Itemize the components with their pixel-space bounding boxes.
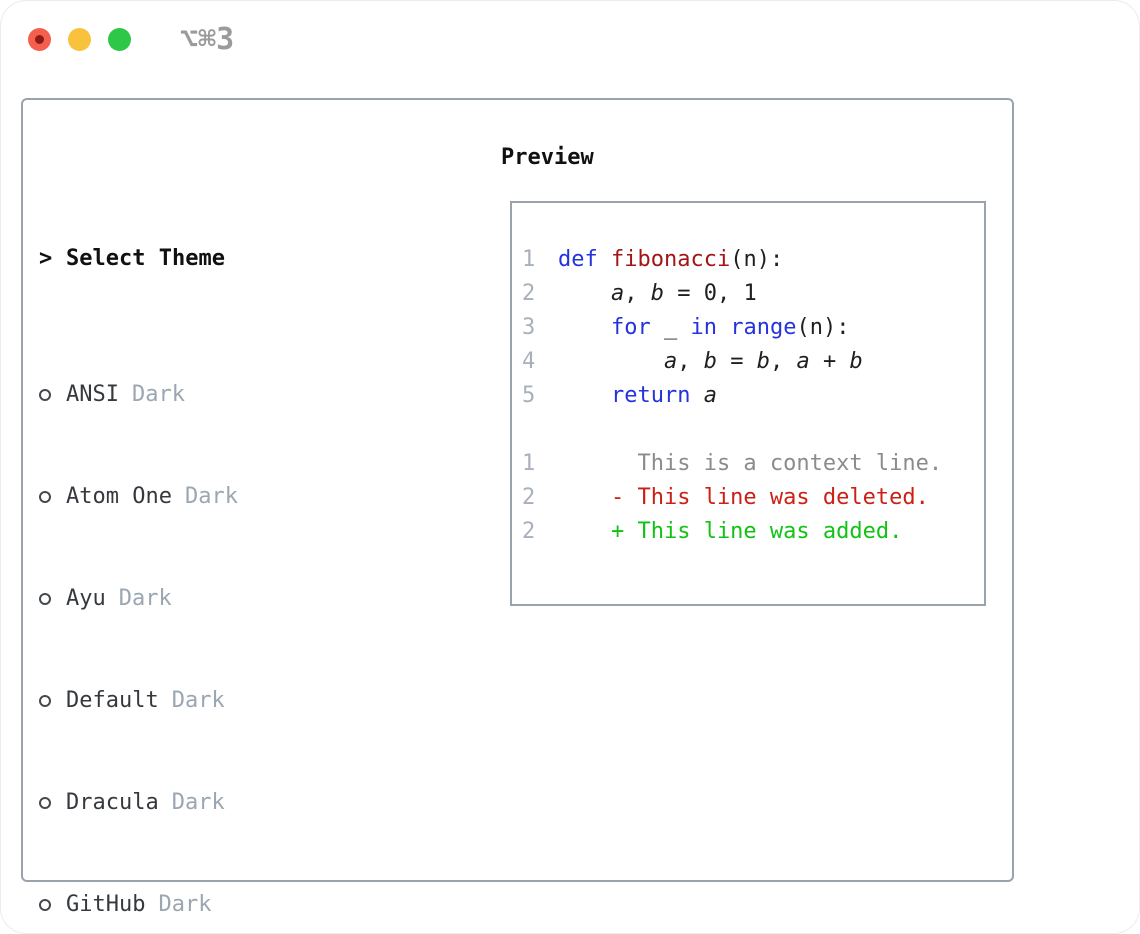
theme-settings-panel: > Select Theme ANSI Dark Atom One Dark A… xyxy=(21,98,1014,917)
code-line: 2 a, b = 0, 1 xyxy=(522,277,984,311)
preview-title: Preview xyxy=(501,144,594,170)
theme-item-ansi-dark[interactable]: ANSI Dark xyxy=(39,378,410,412)
line-number: 1 xyxy=(522,451,536,476)
theme-variant: Dark xyxy=(184,484,238,509)
window-shortcut-label: ⌥⌘3 xyxy=(180,21,235,57)
theme-name: Ayu xyxy=(66,586,106,611)
code-text: return a xyxy=(610,383,717,408)
code-text: def fibonacci(n): xyxy=(558,247,784,272)
code-line: 5 return a xyxy=(522,379,984,413)
theme-name: Atom One xyxy=(66,484,172,509)
radio-icon xyxy=(39,378,66,412)
code-line: 4 a, b = b, a + b xyxy=(522,345,984,379)
theme-variant: Dark xyxy=(131,382,185,407)
theme-item-default-dark[interactable]: Default Dark xyxy=(39,684,410,718)
traffic-minimize-button[interactable] xyxy=(68,27,91,51)
line-number: 1 xyxy=(522,247,536,272)
line-number: 3 xyxy=(522,315,536,340)
code-line: 1 def fibonacci(n): xyxy=(522,243,984,277)
preview-box: 1 def fibonacci(n): 2 a, b = 0, 1 3 for _… xyxy=(510,201,986,606)
theme-item-atom-one-dark[interactable]: Atom One Dark xyxy=(39,480,410,514)
diff-text: - This line was deleted. xyxy=(558,485,929,510)
diff-context-line: 1 This is a context line. xyxy=(522,447,984,481)
traffic-zoom-button[interactable] xyxy=(108,27,131,51)
theme-item-github-dark[interactable]: GitHub Dark xyxy=(39,888,410,922)
radio-icon xyxy=(39,888,66,922)
theme-item-dracula-dark[interactable]: Dracula Dark xyxy=(39,786,410,820)
theme-name: Default xyxy=(66,688,159,713)
theme-name: ANSI xyxy=(66,382,119,407)
line-number: 2 xyxy=(522,519,536,544)
line-number: 2 xyxy=(522,281,536,306)
code-text: a, b = 0, 1 xyxy=(610,281,757,306)
diff-text: + This line was added. xyxy=(558,519,903,544)
diff-text: This is a context line. xyxy=(558,451,943,476)
focus-caret-icon: > xyxy=(39,246,53,271)
theme-name: Dracula xyxy=(66,790,159,815)
theme-name: GitHub xyxy=(66,892,146,917)
theme-variant: Dark xyxy=(158,892,212,917)
radio-icon xyxy=(39,480,66,514)
diff-deleted-line: 2 - This line was deleted. xyxy=(522,481,984,515)
theme-variant: Dark xyxy=(171,790,225,815)
radio-icon xyxy=(39,582,66,616)
code-text: for _ in range(n): xyxy=(610,315,850,340)
code-text: a, b = b, a + b xyxy=(663,349,863,374)
traffic-close-button[interactable] xyxy=(28,27,51,51)
theme-variant: Dark xyxy=(118,586,172,611)
titlebar: ⌥⌘3 xyxy=(28,22,234,57)
theme-variant: Dark xyxy=(171,688,225,713)
radio-icon xyxy=(39,786,66,820)
radio-icon xyxy=(39,684,66,718)
code-line: 3 for _ in range(n): xyxy=(522,311,984,345)
theme-list-column: > Select Theme ANSI Dark Atom One Dark A… xyxy=(39,140,410,933)
diff-added-line: 2 + This line was added. xyxy=(522,515,984,549)
line-number: 5 xyxy=(522,383,536,408)
theme-item-ayu-dark[interactable]: Ayu Dark xyxy=(39,582,410,616)
select-theme-title: > Select Theme xyxy=(39,242,410,276)
blank-line xyxy=(522,413,984,447)
select-theme-title-label: Select Theme xyxy=(66,246,225,271)
line-number: 4 xyxy=(522,349,536,374)
line-number: 2 xyxy=(522,485,536,510)
